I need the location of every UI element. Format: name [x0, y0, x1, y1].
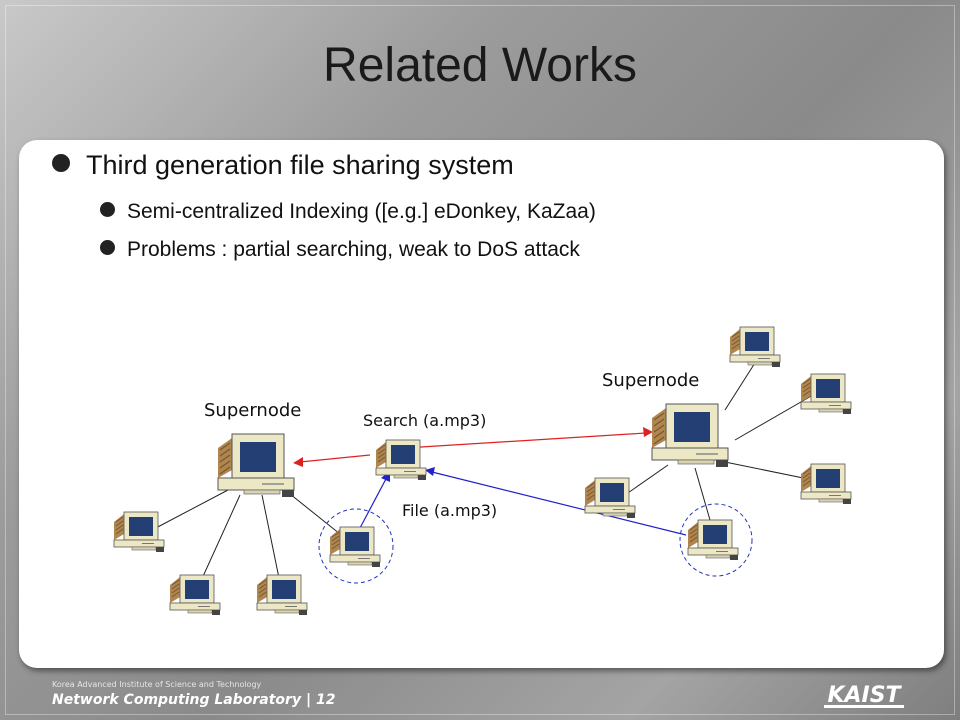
kaist-logo: KAIST	[824, 683, 904, 708]
bullet-dot-icon	[52, 154, 70, 172]
footer-lab: Network Computing Laboratory | 12	[52, 692, 335, 708]
peer-computer-icon	[375, 439, 427, 481]
peer-computer-icon	[584, 477, 636, 519]
bullet-main: Third generation file sharing system	[52, 150, 514, 181]
bullet-dot-icon	[100, 202, 115, 217]
bullet-sub-1: Semi-centralized Indexing ([e.g.] eDonke…	[100, 200, 596, 224]
footer-page-number: 12	[315, 692, 336, 708]
peer-computer-icon	[256, 574, 308, 616]
kaist-logo-text: KAIST	[827, 683, 902, 708]
supernode-right-icon	[651, 403, 729, 468]
search-arrow	[293, 427, 653, 467]
bullet-sub-1-text: Semi-centralized Indexing ([e.g.] eDonke…	[127, 200, 596, 223]
bullet-dot-icon	[100, 240, 115, 255]
bullet-main-text: Third generation file sharing system	[86, 150, 514, 180]
request-arrow	[359, 471, 390, 529]
slide-title: Related Works	[323, 39, 637, 92]
peer-computer-icon	[800, 373, 852, 415]
peer-computer-icon	[800, 463, 852, 505]
highlight-circle-left	[318, 508, 394, 584]
highlight-circle-right	[679, 503, 753, 577]
supernode-left-icon	[217, 433, 295, 498]
footer-institute: Korea Advanced Institute of Science and …	[52, 680, 262, 689]
supernode-right-label: Supernode	[602, 370, 699, 391]
supernode-left-label: Supernode	[204, 400, 301, 421]
search-label: Search (a.mp3)	[363, 411, 486, 430]
bullet-sub-2: Problems : partial searching, weak to Do…	[100, 238, 580, 262]
peer-computer-icon	[113, 511, 165, 553]
connection-lines	[151, 354, 814, 584]
content-panel	[19, 140, 944, 668]
file-arrow	[425, 467, 687, 536]
footer-lab-name: Network Computing Laboratory	[52, 692, 302, 708]
bullet-sub-2-text: Problems : partial searching, weak to Do…	[127, 238, 580, 261]
peer-computer-icon	[169, 574, 221, 616]
peer-computer-icon	[729, 326, 781, 368]
file-label: File (a.mp3)	[402, 501, 497, 520]
footer-separator: |	[305, 692, 312, 708]
peer-computer-icon	[329, 526, 381, 568]
peer-computer-icon	[687, 519, 739, 561]
